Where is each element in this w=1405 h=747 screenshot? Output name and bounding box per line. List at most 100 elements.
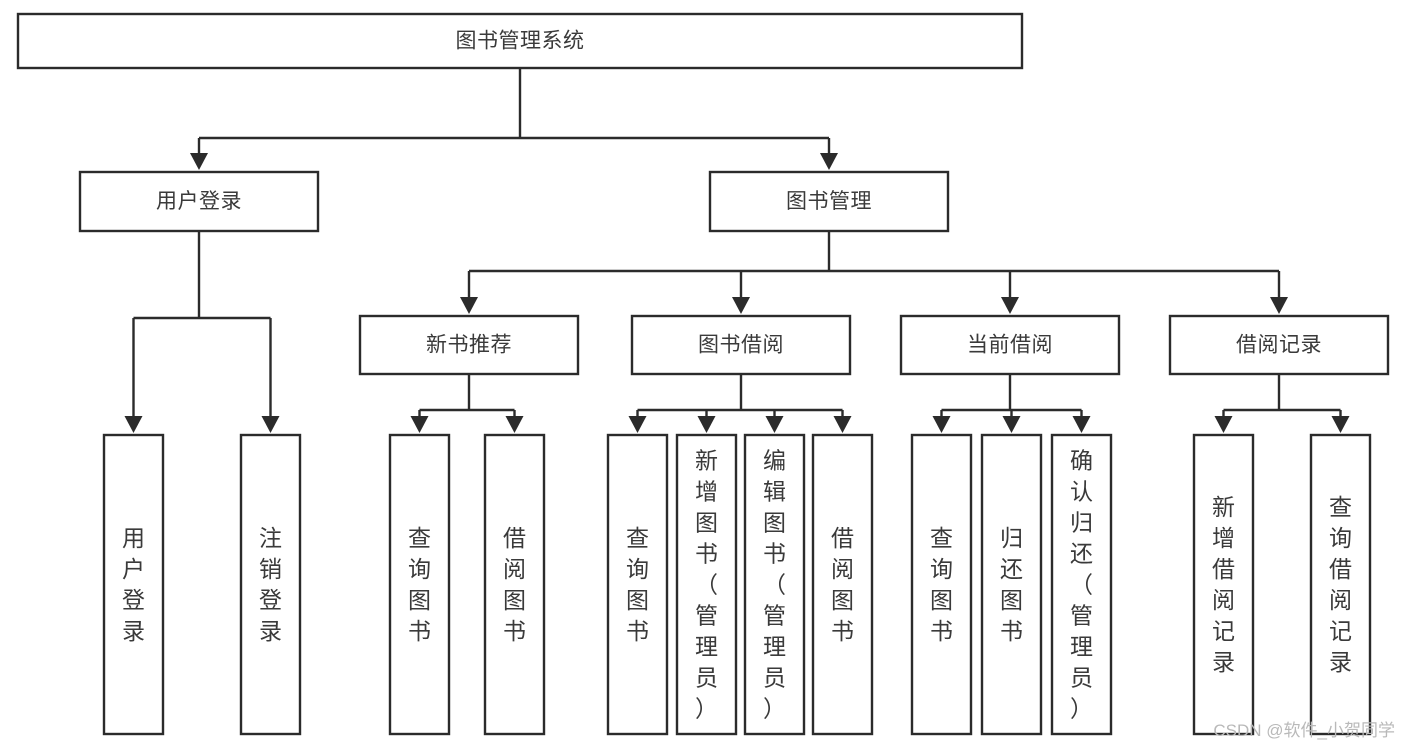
node-label-char: 认 — [1070, 479, 1093, 505]
node-label-char: （ — [763, 572, 786, 598]
node-box — [910, 433, 973, 736]
node-label-char: 询 — [1329, 525, 1352, 551]
node-label: 图书管理系统 — [456, 30, 585, 53]
node-label: 用户登录 — [156, 190, 242, 213]
node-label-char: 询 — [930, 556, 953, 582]
node-label-char: ） — [1070, 696, 1093, 722]
node-label-char: 归 — [1000, 525, 1023, 551]
node-label-char: 查 — [408, 525, 431, 551]
node-label: 图书管理 — [786, 190, 872, 213]
node-label-char: 新 — [1212, 494, 1235, 520]
node-label-char: 书 — [695, 541, 718, 567]
node-label-char: 询 — [408, 556, 431, 582]
node-label-char: 管 — [763, 603, 786, 629]
edge-current-borrow-to-leaf-return-book-arrowhead — [1002, 416, 1021, 433]
node-label-char: 查 — [930, 525, 953, 551]
node-new-book-rec[interactable]: 新书推荐 — [358, 314, 580, 376]
node-label-char: 查 — [626, 525, 649, 551]
node-label-char: 销 — [259, 556, 282, 582]
node-label-char: 增 — [1212, 525, 1235, 551]
node-label-char: 书 — [408, 618, 431, 644]
node-label-char: 理 — [763, 634, 786, 660]
node-label-char: 注 — [259, 525, 282, 551]
node-label-char: 书 — [831, 618, 854, 644]
edge-book-borrow-to-leaf-edit-book-arrowhead — [765, 416, 784, 433]
node-box — [16, 12, 1024, 70]
node-label-char: 图 — [695, 510, 718, 536]
node-box — [811, 433, 874, 736]
node-label-char: 阅 — [1329, 587, 1352, 613]
node-label-char: 确 — [1070, 448, 1093, 474]
node-label-char: 书 — [930, 618, 953, 644]
node-label-char: 图 — [930, 587, 953, 613]
node-label-char: 增 — [695, 479, 718, 505]
node-box — [1309, 433, 1372, 736]
edge-new-book-rec-to-leaf-borrow-book-1-arrowhead — [505, 416, 524, 433]
node-label-char: 录 — [1212, 649, 1235, 675]
node-label-char: 理 — [1070, 634, 1093, 660]
node-label: 图书借阅 — [698, 334, 784, 357]
node-label-char: 借 — [831, 525, 854, 551]
node-leaf-user-login[interactable]: 用户登录 — [102, 433, 165, 736]
node-label-char: 图 — [1000, 587, 1023, 613]
node-box — [78, 170, 320, 233]
node-label-char: ） — [695, 696, 718, 722]
node-label: 新书推荐 — [426, 334, 512, 357]
node-group: 图书管理系统用户登录图书管理新书推荐图书借阅当前借阅借阅记录用户登录注销登录查询… — [16, 12, 1390, 736]
node-label-char: 记 — [1329, 618, 1352, 644]
node-label-char: （ — [1070, 572, 1093, 598]
node-label-char: 借 — [1212, 556, 1235, 582]
node-label-char: 管 — [1070, 603, 1093, 629]
node-label-char: 管 — [695, 603, 718, 629]
connector-group — [124, 68, 1350, 433]
node-label-char: ） — [763, 696, 786, 722]
node-label-char: 用 — [122, 525, 145, 551]
edge-book-borrow-to-leaf-add-book-arrowhead — [697, 416, 716, 433]
node-label-char: 归 — [1070, 510, 1093, 536]
node-label-char: 借 — [503, 525, 526, 551]
edge-borrow-record-to-leaf-add-record-arrowhead — [1214, 416, 1233, 433]
node-box — [1050, 433, 1113, 736]
node-label-char: 阅 — [1212, 587, 1235, 613]
node-current-borrow[interactable]: 当前借阅 — [899, 314, 1121, 376]
edge-book-manage-to-new-book-rec-arrowhead — [460, 297, 478, 314]
node-root[interactable]: 图书管理系统 — [16, 12, 1024, 70]
node-box — [708, 170, 950, 233]
node-label-char: 图 — [503, 587, 526, 613]
node-label-char: 查 — [1329, 494, 1352, 520]
node-book-manage[interactable]: 图书管理 — [708, 170, 950, 233]
node-box — [980, 433, 1043, 736]
edge-user-login-to-leaf-user-logout-arrowhead — [261, 416, 280, 433]
node-book-borrow[interactable]: 图书借阅 — [630, 314, 852, 376]
node-label-char: 阅 — [503, 556, 526, 582]
edge-book-borrow-to-leaf-borrow-book-2-arrowhead — [833, 416, 852, 433]
node-box — [1192, 433, 1255, 736]
node-label-char: 图 — [408, 587, 431, 613]
node-label-char: 还 — [1000, 556, 1023, 582]
edge-root-to-book-manage-arrowhead — [820, 153, 838, 170]
node-user-login[interactable]: 用户登录 — [78, 170, 320, 233]
node-label-char: 登 — [122, 587, 145, 613]
node-label-char: 员 — [695, 665, 718, 691]
edge-book-manage-to-current-borrow-arrowhead — [1001, 297, 1019, 314]
node-label-char: 还 — [1070, 541, 1093, 567]
node-box — [239, 433, 302, 736]
node-label-char: 书 — [503, 618, 526, 644]
node-label-char: 理 — [695, 634, 718, 660]
node-box — [358, 314, 580, 376]
node-borrow-record[interactable]: 借阅记录 — [1168, 314, 1390, 376]
node-label-char: 登 — [259, 587, 282, 613]
